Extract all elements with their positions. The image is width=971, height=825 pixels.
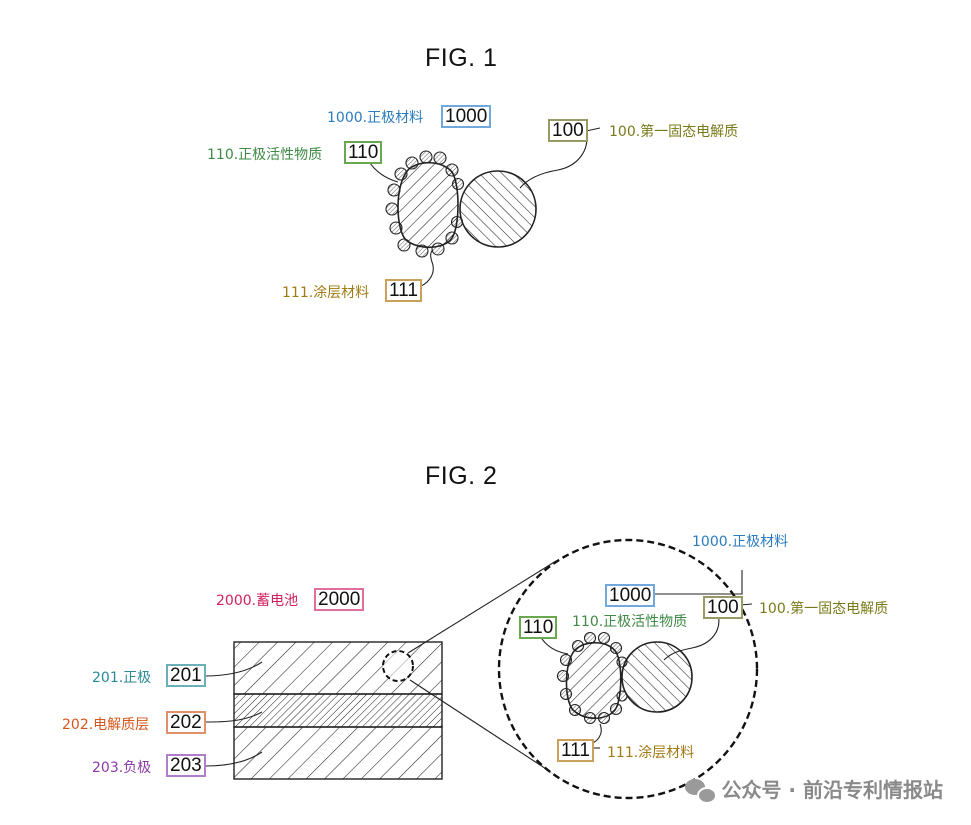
- fig2-label-coating: 111.涂层材料: [607, 745, 695, 761]
- fig1-ref-100: 100: [548, 119, 588, 142]
- fig1-label-positive-material: 1000.正极材料: [327, 110, 424, 126]
- fig2-ref-2000: 2000: [314, 588, 365, 611]
- watermark: 公众号 · 前沿专利情报站: [685, 774, 943, 804]
- fig1-label-active-material: 110.正极活性物质: [207, 147, 323, 163]
- fig1-ref-111: 111: [385, 279, 422, 302]
- fig2-magnifier-lines: [407, 560, 561, 779]
- fig2-label-solid-electrolyte: 100.第一固态电解质: [759, 601, 889, 617]
- fig1-label-solid-electrolyte: 100.第一固态电解质: [609, 124, 739, 140]
- watermark-text: 公众号 · 前沿专利情报站: [721, 778, 943, 802]
- fig1-solid-electrolyte: [459, 170, 537, 248]
- fig2-electrolyte-layer: [233, 693, 443, 728]
- fig2-active-material: [565, 641, 622, 720]
- fig2-solid-electrolyte: [621, 641, 693, 713]
- wechat-icon: [685, 779, 718, 804]
- fig2-ref-203: 203: [166, 754, 206, 777]
- fig1-title: FIG. 1: [425, 44, 498, 72]
- fig2-negative-electrode: [233, 726, 443, 780]
- fig2-ref-110: 110: [519, 616, 558, 639]
- fig2-label-positive-electrode: 201.正极: [92, 670, 152, 686]
- fig1-label-coating: 111.涂层材料: [282, 285, 370, 301]
- fig2-label-active-material: 110.正极活性物质: [572, 614, 688, 630]
- fig2-label-electrolyte-layer: 202.电解质层: [62, 717, 150, 733]
- fig2-ref-1000: 1000: [605, 584, 656, 607]
- fig2-ref-202: 202: [166, 711, 206, 734]
- fig1-active-material: [397, 161, 459, 249]
- fig2-ref-201: 201: [166, 664, 206, 687]
- fig2-label-positive-material: 1000.正极材料: [692, 534, 789, 550]
- fig1-ref-1000: 1000: [441, 105, 492, 128]
- fig2-stack-leader-lines: [203, 661, 263, 767]
- fig1-ref-110: 110: [344, 141, 383, 164]
- fig2-ref-100: 100: [703, 596, 743, 619]
- fig2-detail-marker: [382, 650, 414, 682]
- fig1-particle-group: [385, 150, 537, 258]
- fig2-title: FIG. 2: [425, 462, 498, 490]
- fig2-label-negative-electrode: 203.负极: [92, 760, 152, 776]
- fig2-particle-group: [556, 631, 693, 725]
- fig2-ref-111: 111: [557, 739, 594, 762]
- fig2-battery: [233, 641, 443, 780]
- fig2-label-battery: 2000.蓄电池: [216, 593, 299, 609]
